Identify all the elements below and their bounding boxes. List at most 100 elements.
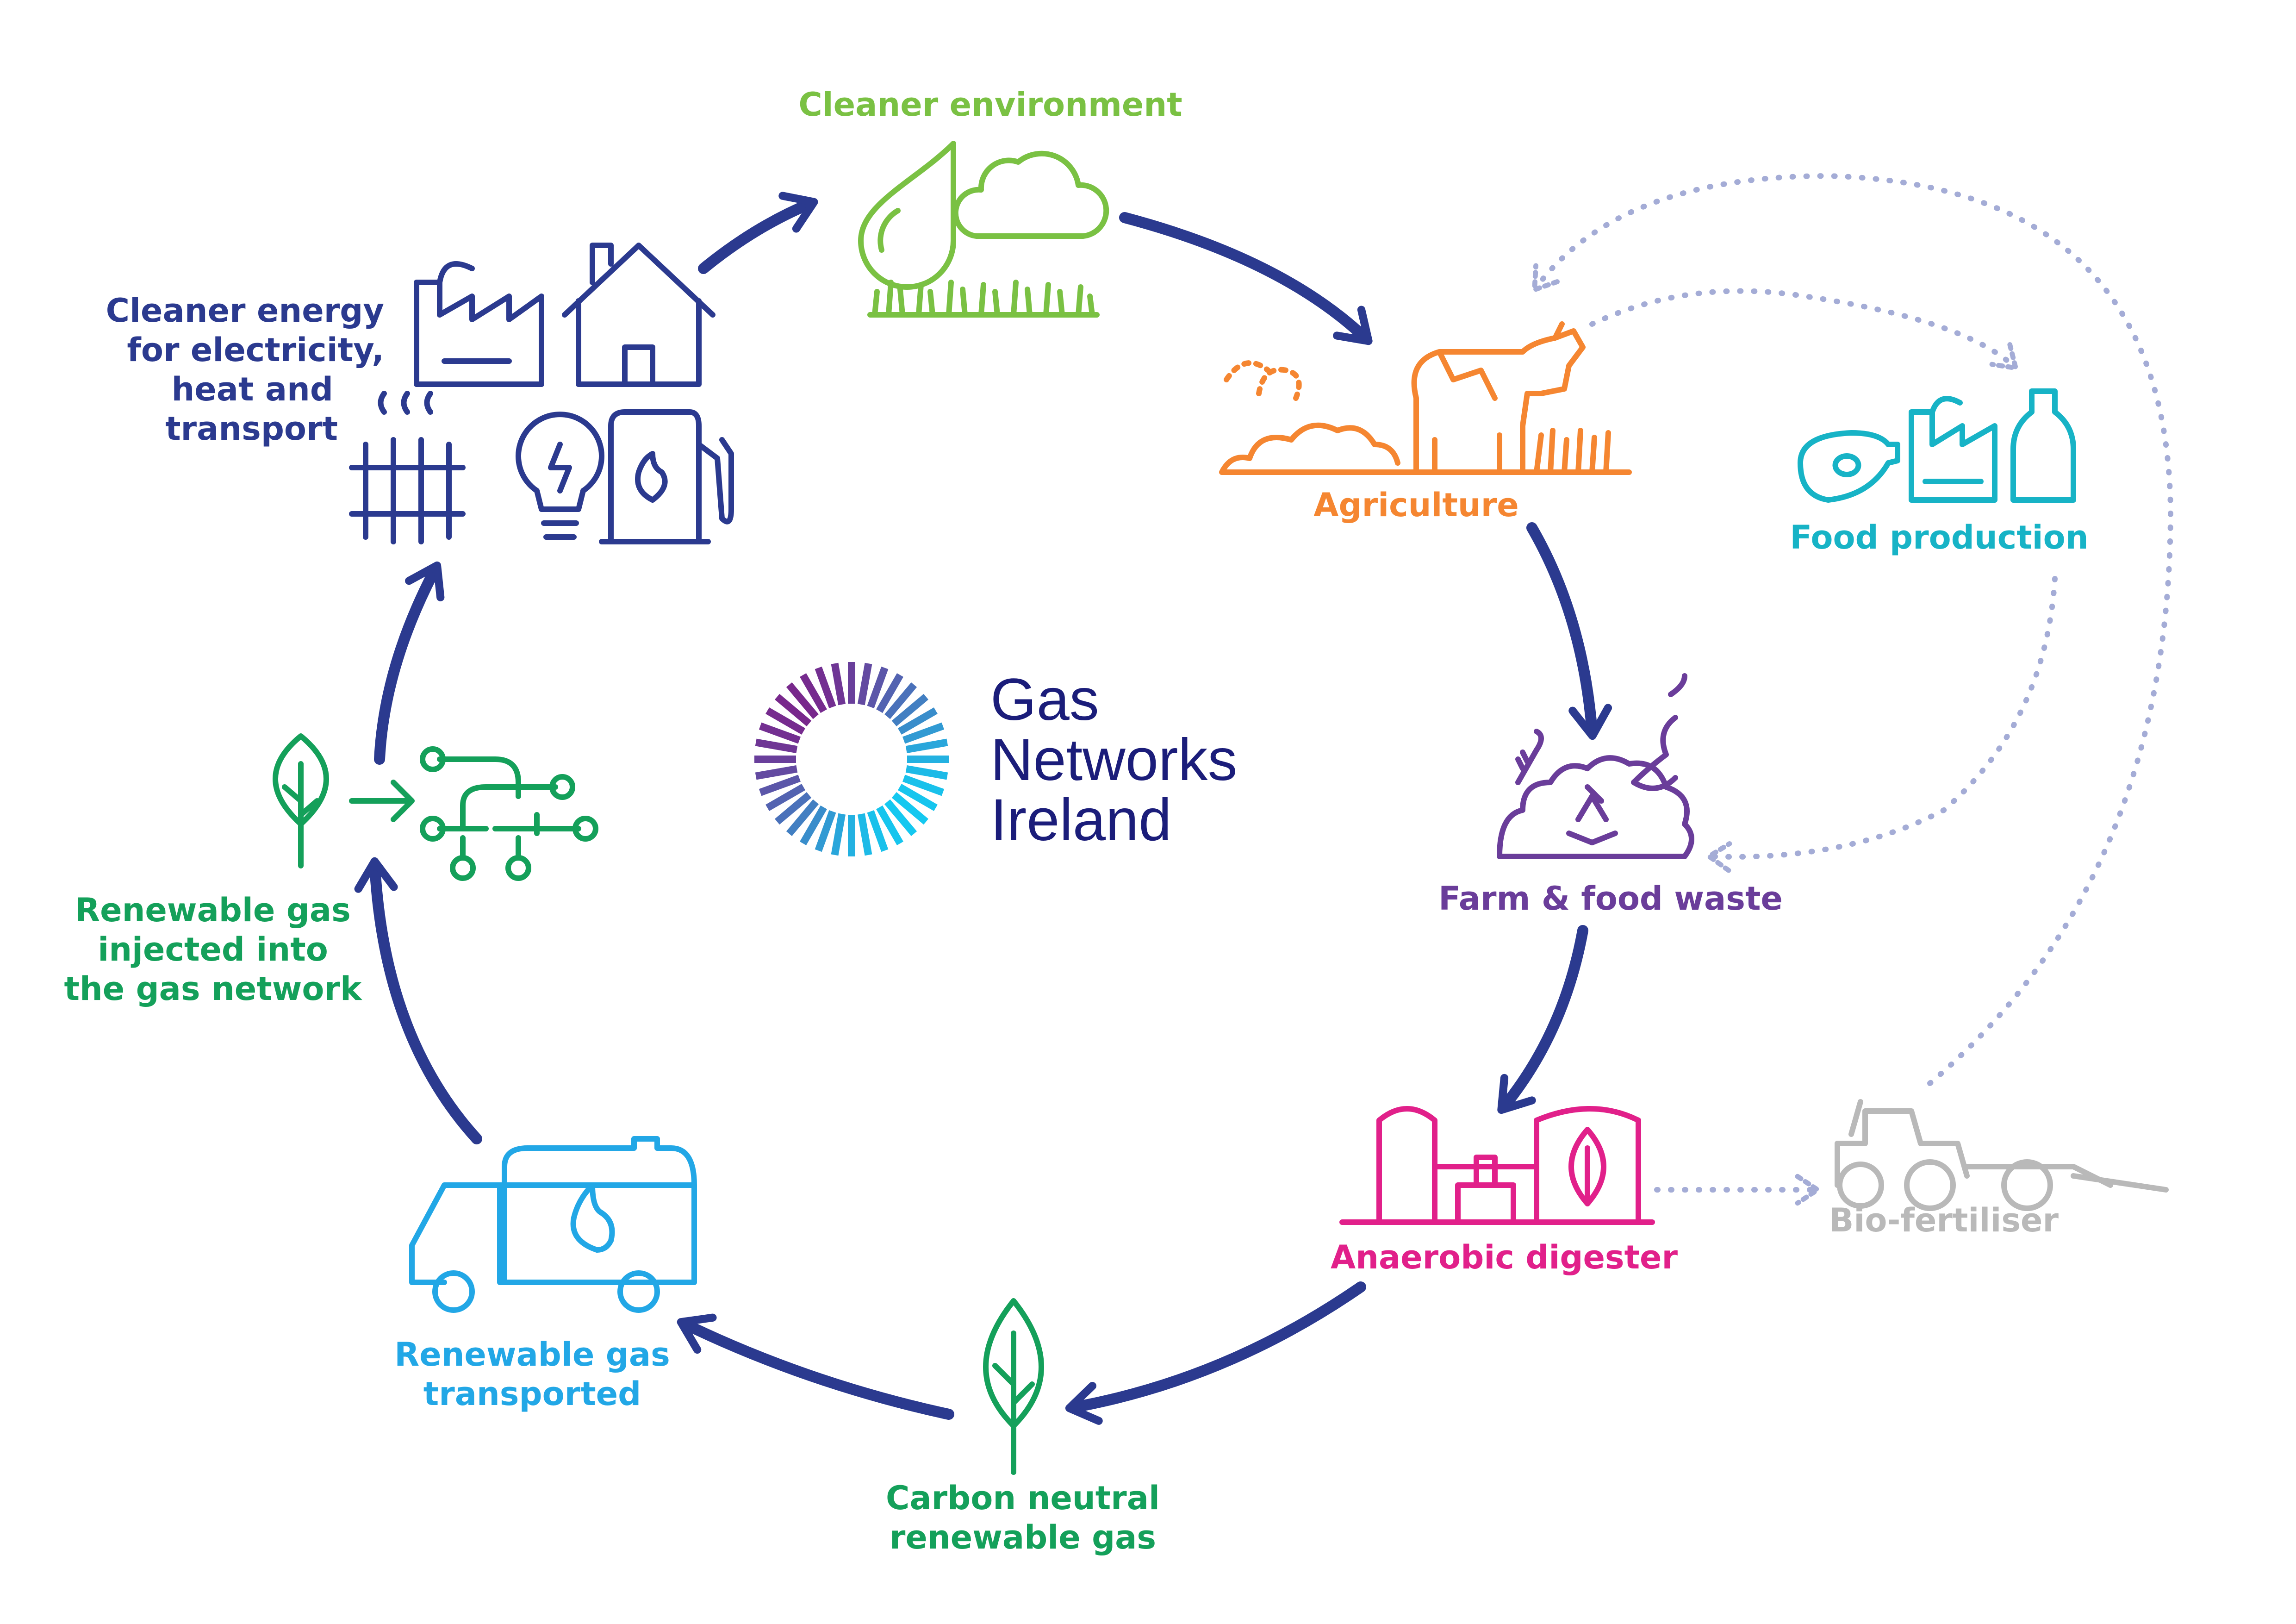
arrow-injection-to-energy	[374, 561, 445, 765]
logo-ring-dash	[902, 775, 945, 796]
logo-ring-dash	[884, 682, 917, 719]
apple-core-icon	[1631, 673, 1687, 791]
logo-ring-dash	[831, 813, 846, 856]
logo-ring-dash	[857, 662, 872, 706]
cleaner-environment-group: Cleaner environment	[798, 86, 1182, 318]
radiator-icon	[349, 391, 466, 544]
grass-icon	[867, 280, 1100, 318]
logo-ring-dash	[905, 738, 948, 754]
anaerobic-digester-group: Anaerobic digester	[1331, 1106, 1678, 1276]
logo-ring-dash	[897, 707, 938, 735]
logo-ring-dash	[800, 805, 827, 845]
milk-bottle-icon	[2010, 388, 2076, 503]
logo-ring-dash	[876, 673, 903, 713]
bio-fertiliser-group: Bio-fertiliser	[1829, 1099, 2169, 1239]
logo-ring-dash	[786, 799, 819, 837]
dotted-arrow-food-to-waste	[1712, 576, 2058, 857]
gas-injected-label-line-1: Renewable gas	[75, 891, 351, 929]
logo-ring-dash	[831, 662, 846, 706]
logo-ring-dash	[765, 784, 806, 811]
leaf-icon	[983, 1298, 1044, 1475]
logo-ring-icon	[754, 662, 949, 856]
fuel-pump-icon	[599, 409, 734, 544]
drop-icon	[858, 141, 956, 290]
logo-ring-dash	[815, 666, 836, 708]
factory-icon	[414, 261, 544, 387]
logo-ring-dash	[774, 693, 812, 726]
digester-icon	[1339, 1106, 1655, 1225]
flame-icon	[570, 1182, 615, 1253]
logo-line-3: Ireland	[990, 787, 1171, 853]
logo-ring-dash	[867, 810, 889, 852]
logo-ring-dash	[884, 799, 917, 837]
carbon-neutral-label-line-1: Carbon neutral	[886, 1479, 1160, 1517]
arrow-digester-to-carbon-neutral	[1065, 1281, 1366, 1425]
arrow-carbon-neutral-to-transport	[677, 1313, 954, 1420]
agriculture-label: Agriculture	[1313, 486, 1518, 524]
logo-ring-dash	[876, 805, 903, 845]
arrow-waste-to-digester	[1497, 925, 1588, 1114]
food-production-label: Food production	[1790, 518, 2088, 556]
arrow-transport-to-injection	[354, 857, 482, 1144]
meat-icon	[1798, 430, 1900, 503]
leaf-icon	[1568, 1127, 1606, 1206]
farm-food-waste-group: Farm & food waste	[1438, 673, 1783, 918]
logo-ring-dash	[905, 765, 948, 780]
tanker-truck-icon	[409, 1136, 697, 1285]
agriculture-group: Agriculture	[1219, 321, 1632, 524]
leaf-icon	[273, 733, 329, 868]
cleaner-energy-label-line-4: transport	[165, 410, 338, 448]
lightbulb-icon	[516, 412, 604, 540]
gas-injected-group: Renewable gas injected into the gas netw…	[64, 733, 598, 1008]
logo-ring-dash	[897, 784, 938, 811]
cleaner-environment-label: Cleaner environment	[798, 86, 1182, 124]
cloud-icon	[952, 150, 1109, 239]
dotted-arrow-agri-to-food	[1589, 288, 2013, 366]
gas-transported-group: Renewable gas transported	[394, 1136, 697, 1413]
cleaner-energy-label-line-1: Cleaner energy	[106, 292, 384, 330]
logo-line-2: Networks	[990, 727, 1237, 793]
cleaner-energy-label-line-3: heat and	[171, 370, 333, 408]
logo-ring-dash	[867, 666, 889, 708]
logo-ring-dash	[759, 775, 801, 796]
logo-ring-dash	[759, 722, 801, 744]
arrow-environment-to-agriculture	[1119, 212, 1373, 345]
logo: Gas Networks Ireland	[754, 662, 1237, 856]
logo-ring-dash	[857, 813, 872, 856]
logo-ring-dash	[891, 693, 929, 726]
food-production-group: Food production	[1790, 388, 2089, 556]
gas-transported-label-line-2: transported	[423, 1375, 641, 1413]
tractor-icon	[1835, 1099, 1970, 1188]
farm-food-waste-label: Farm & food waste	[1438, 880, 1783, 918]
recycle-icon	[1566, 784, 1618, 845]
anaerobic-digester-label: Anaerobic digester	[1331, 1238, 1678, 1276]
gas-injected-label-line-2: injected into	[98, 931, 328, 968]
bio-fertiliser-label: Bio-fertiliser	[1829, 1201, 2059, 1239]
logo-ring-dash	[765, 707, 806, 735]
cow-icon	[1411, 321, 1586, 475]
house-icon	[562, 243, 716, 387]
arrow-energy-to-environment	[698, 192, 818, 274]
gas-transported-label-line-1: Renewable gas	[394, 1336, 670, 1374]
cycle-arrows	[354, 192, 1612, 1425]
logo-ring-dash	[902, 722, 945, 744]
logo-ring-dash	[786, 682, 819, 719]
cleaner-energy-group: Cleaner energy for electricity, heat and…	[106, 243, 734, 544]
logo-ring-dash	[891, 792, 929, 825]
gas-injected-label-line-3: the gas network	[64, 970, 362, 1008]
logo-ring-dash	[815, 810, 836, 852]
logo-ring-dash	[774, 792, 812, 825]
dotted-arrow-outer	[1537, 173, 2174, 1086]
factory-icon	[1909, 396, 1997, 503]
logo-ring-dash	[755, 765, 798, 780]
carbon-neutral-group: Carbon neutral renewable gas	[886, 1298, 1160, 1556]
arrow-agriculture-to-waste	[1526, 522, 1612, 740]
logo-ring-dash	[800, 673, 827, 713]
carbon-neutral-label-line-2: renewable gas	[890, 1518, 1156, 1556]
dotted-arrows	[1537, 173, 2174, 1190]
logo-ring-dash	[755, 738, 798, 754]
cleaner-energy-label-line-2: for electricity,	[127, 331, 384, 369]
fish-bone-icon	[1515, 729, 1544, 785]
logo-line-1: Gas	[990, 667, 1099, 733]
